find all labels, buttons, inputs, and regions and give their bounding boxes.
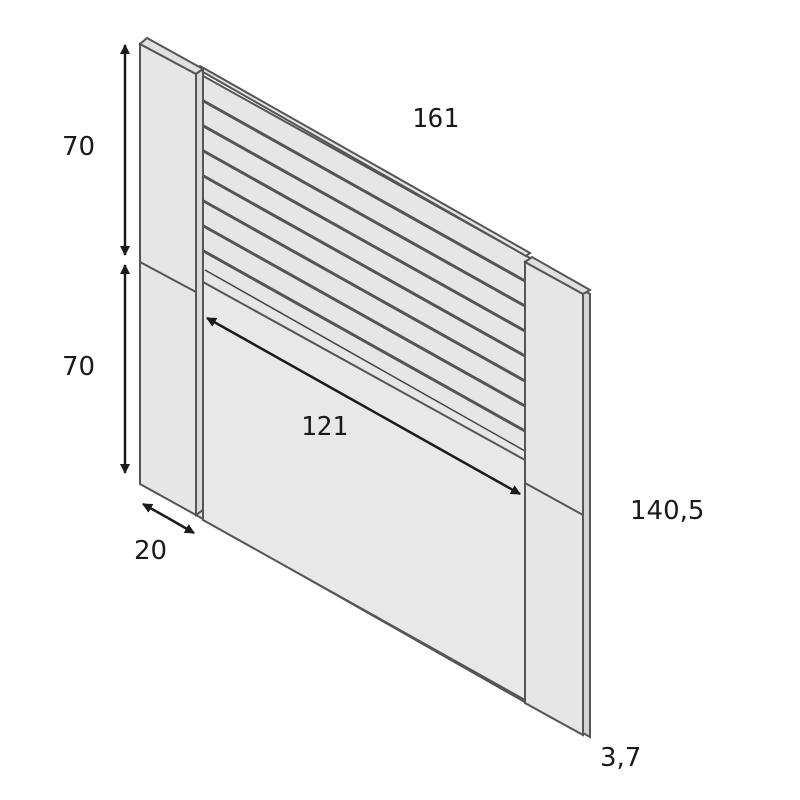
label-total-width: 161 [412,104,459,134]
label-thickness: 3,7 [600,743,642,773]
label-inner-width: 121 [301,412,348,442]
label-depth: 20 [134,536,168,566]
label-lower-height: 70 [62,352,96,382]
dimension-inner-width-arrow [206,316,521,496]
slats [199,97,526,433]
center-panel [195,70,531,707]
label-upper-height: 70 [62,132,96,162]
board-thickness-edge [582,288,591,739]
right-post [523,255,593,737]
left-post [138,36,205,517]
slats-thin [204,269,526,452]
dimension-depth-arrow [142,502,195,535]
label-total-height: 140,5 [630,496,705,526]
